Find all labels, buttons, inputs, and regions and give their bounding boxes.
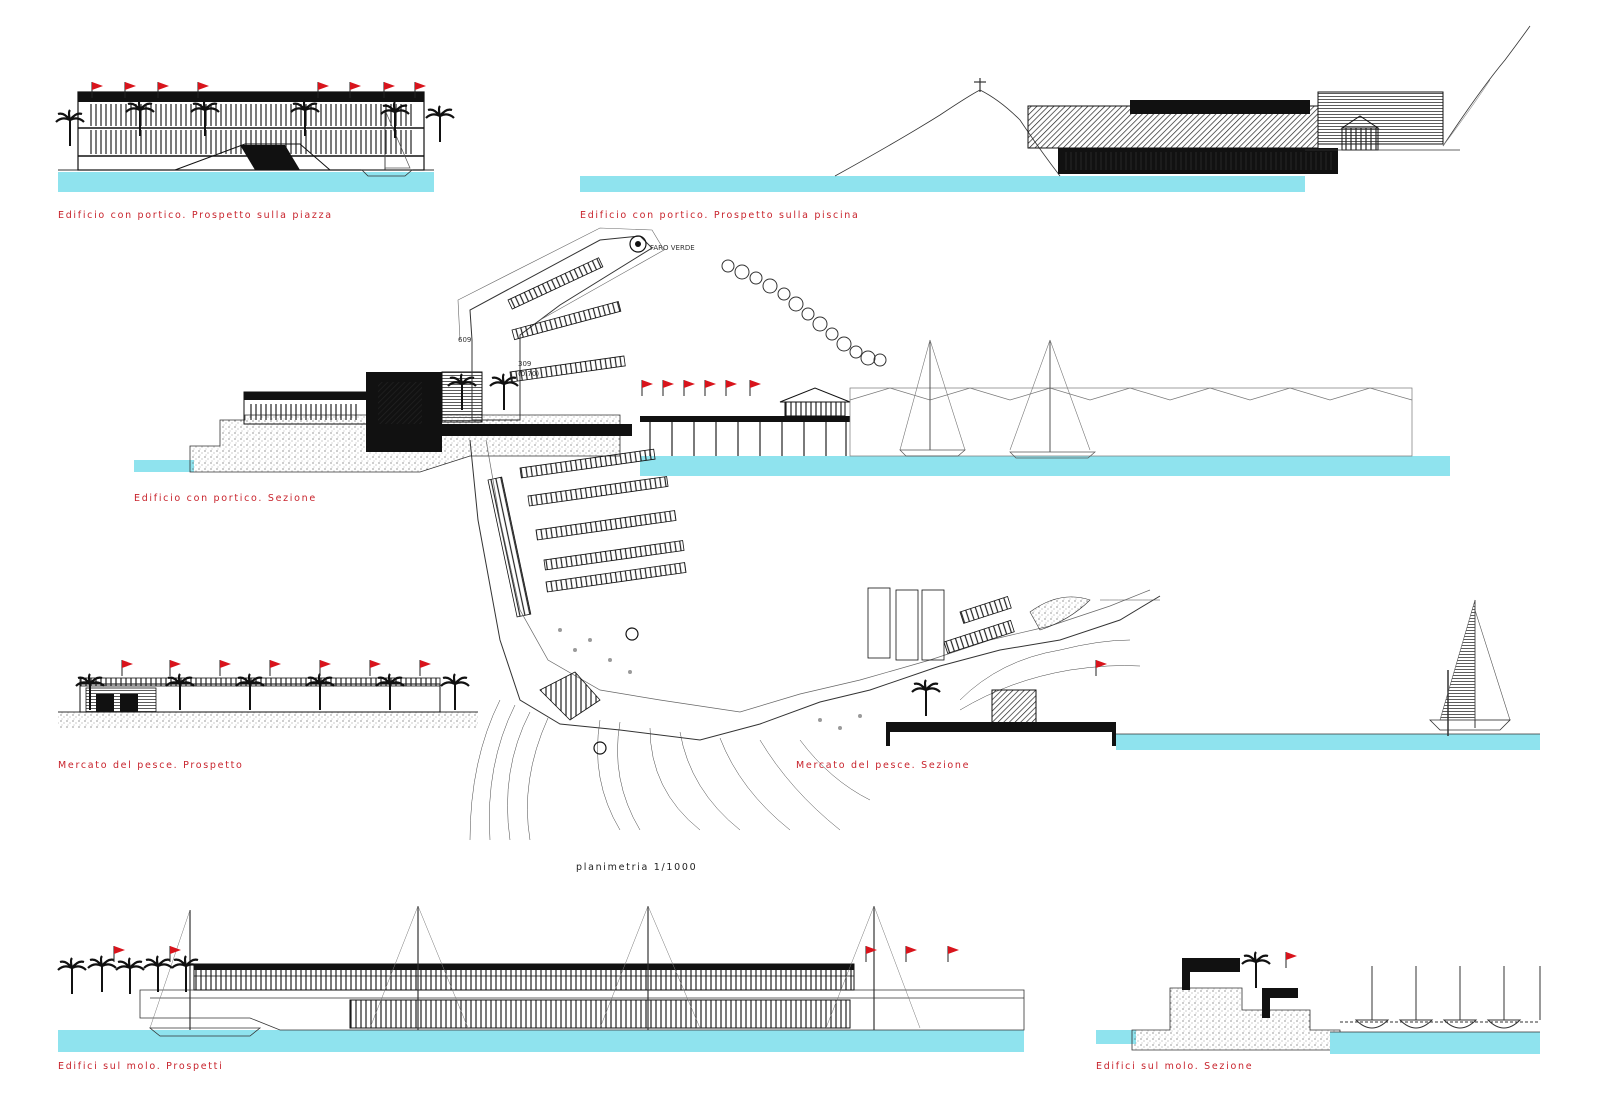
section-molo <box>1096 950 1541 1054</box>
caption-mercato-sezione: Mercato del pesce. Sezione <box>796 760 971 771</box>
faro-label: FARO VERDE <box>650 244 695 252</box>
caption-portico-sezione: Edificio con portico. Sezione <box>134 493 317 504</box>
depth-label-3: (0.70) <box>518 370 539 378</box>
plan-scale-title: planimetria 1/1000 <box>576 862 698 873</box>
section-mercato <box>886 599 1540 750</box>
caption-portico-piazza: Edificio con portico. Prospetto sulla pi… <box>58 210 333 221</box>
depth-label-1: 609 <box>458 336 471 344</box>
caption-portico-piscina: Edificio con portico. Prospetto sulla pi… <box>580 210 860 221</box>
depth-label-2: 309 <box>518 360 531 368</box>
caption-molo-sezione: Edifici sul molo. Sezione <box>1096 1061 1254 1072</box>
caption-molo-prospetti: Edifici sul molo. Prospetti <box>58 1061 224 1072</box>
section-portico <box>134 339 1450 476</box>
elevation-mercato <box>58 659 478 728</box>
caption-mercato-prospetto: Mercato del pesce. Prospetto <box>58 760 244 771</box>
site-plan: FARO VERDE 609 309 (0.70) <box>457 227 1161 841</box>
elevation-portico-piscina <box>580 25 1531 192</box>
elevation-molo <box>56 905 1025 1052</box>
elevation-portico-piazza <box>54 81 456 192</box>
